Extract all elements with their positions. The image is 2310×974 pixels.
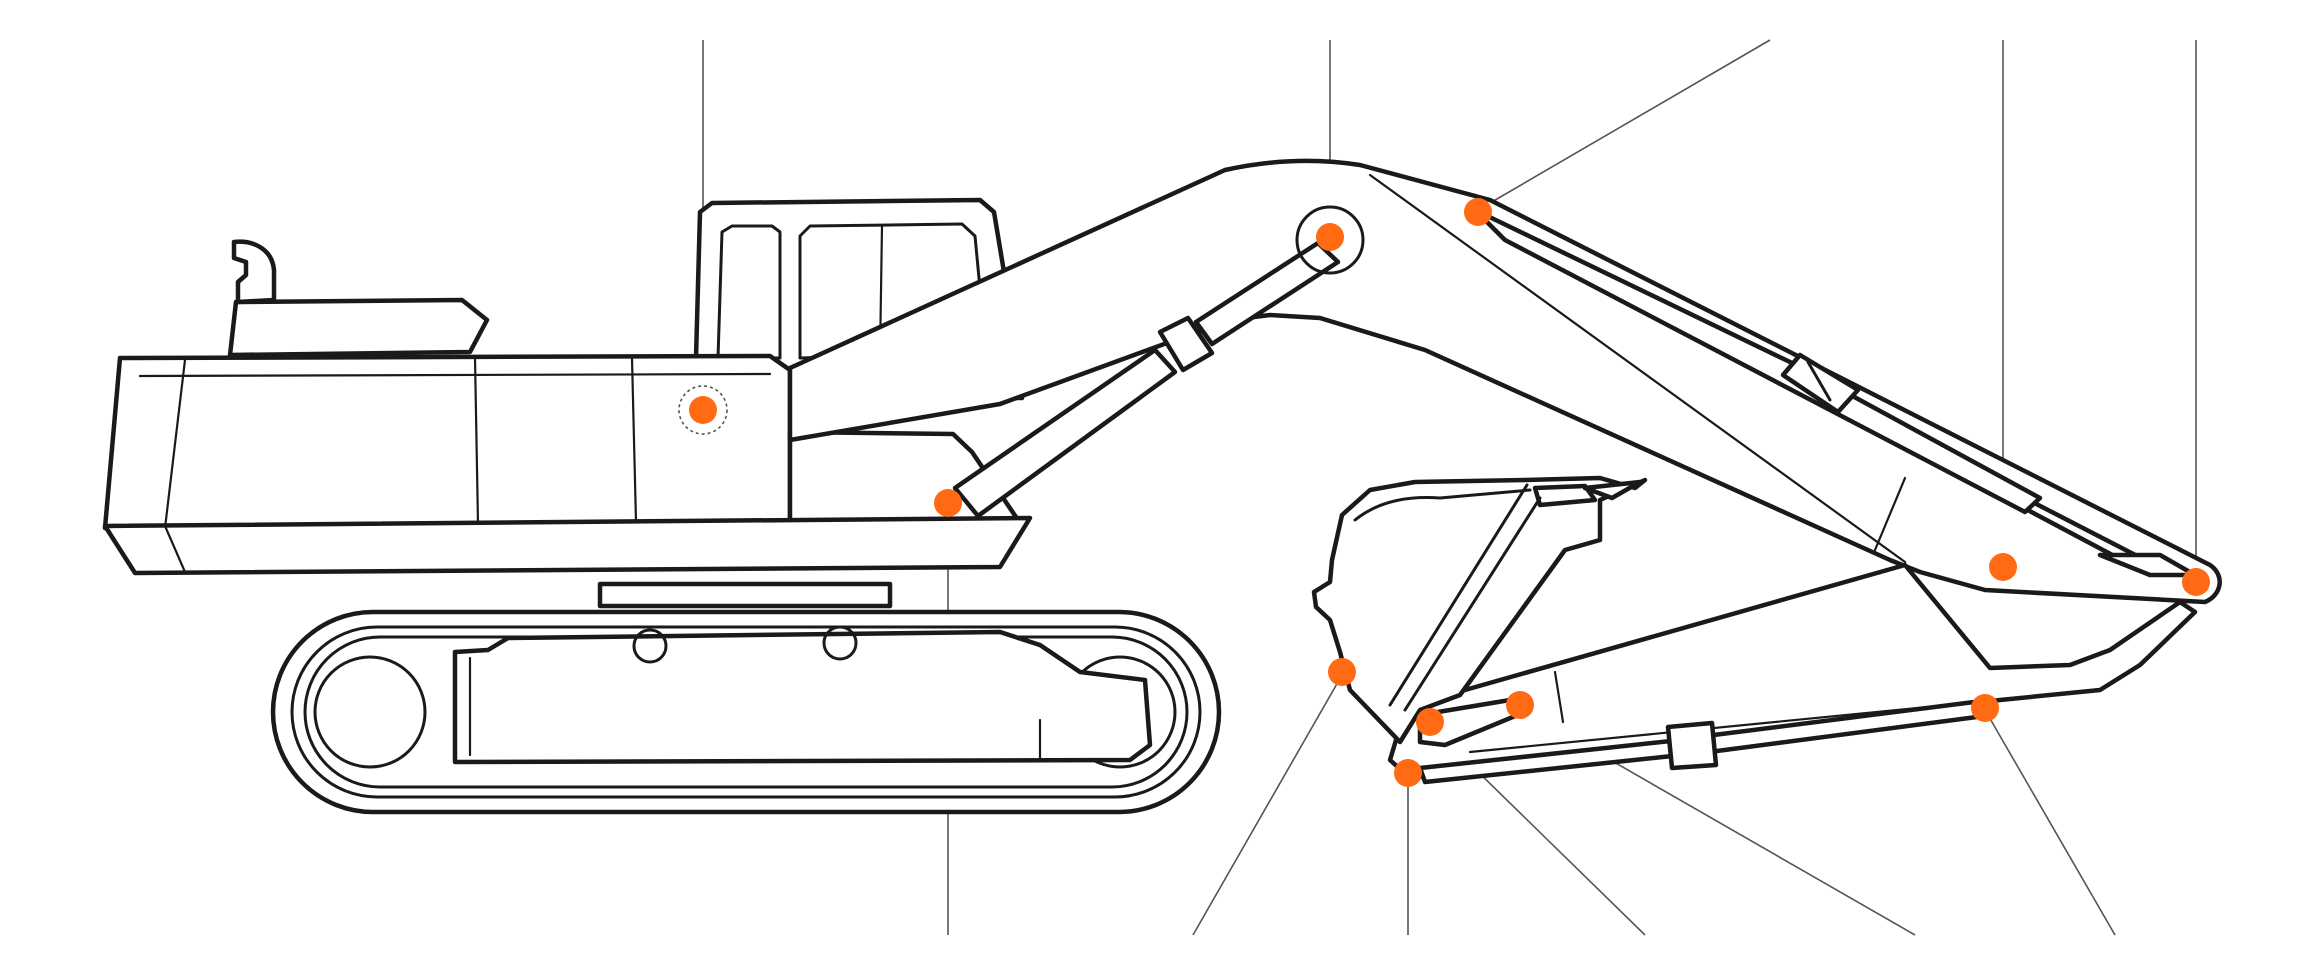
callout-marker-bucket-cylinder-pin <box>1971 694 1999 722</box>
callout-marker-cab <box>689 396 717 424</box>
leader-line-bucket-cylinder-pin <box>1984 709 2116 936</box>
body-line-d <box>630 356 638 524</box>
track-inner <box>290 625 1202 799</box>
callout-marker-boom-cylinder-rod <box>1464 198 1492 226</box>
bucket-cylinder-collar <box>1665 720 1719 771</box>
track-undercarriage <box>270 581 1222 815</box>
bucket-inner-curve <box>1353 488 1532 522</box>
linkage-arm <box>1417 697 1528 748</box>
bucket-link-a <box>1388 483 1529 707</box>
callout-marker-boom-foot <box>934 489 962 517</box>
bucket-lip <box>1582 479 1643 501</box>
carrier-roller <box>632 628 668 664</box>
arm-cylinder <box>1472 207 2198 578</box>
callout-marker-bucket-tip <box>1394 759 1422 787</box>
arm-cylinder-collar-band <box>1806 360 1832 402</box>
callout-marker-arm-tip <box>2182 568 2210 596</box>
boom-edge-line <box>1368 173 1907 564</box>
callout-marker-link-rod-pin <box>1506 691 1534 719</box>
boom-pivot-boss <box>1295 205 1365 275</box>
bucket-link-b <box>1403 496 1542 712</box>
boom-cylinder-rod <box>1193 240 1341 347</box>
cab-window-left <box>716 224 782 360</box>
boom-cylinder-barrel <box>952 347 1178 519</box>
boom-cylinder <box>952 205 1365 519</box>
body-line-b <box>163 358 187 530</box>
callout-marker-linkage-pin <box>1416 708 1444 736</box>
boom-cylinder-collar <box>1157 315 1215 373</box>
skirt-line <box>163 524 187 574</box>
leader-line-bucket-pin <box>1192 674 1343 936</box>
arm-cylinder-rod <box>1472 207 2043 515</box>
exhaust-pipe <box>231 239 277 305</box>
carrier-roller-2 <box>822 625 858 661</box>
slew-bearing <box>597 581 893 609</box>
idler-wheel <box>313 655 427 769</box>
upper-structure <box>102 197 1033 576</box>
body-line-a <box>138 372 772 378</box>
boom <box>787 158 2222 605</box>
callout-markers <box>678 198 2210 787</box>
boom-rib <box>1873 476 1907 552</box>
body-skirt <box>102 515 1033 576</box>
main-body <box>102 353 793 531</box>
callout-marker-boom-pivot <box>1316 223 1344 251</box>
track-frame <box>452 629 1153 765</box>
callout-ring-cab <box>678 385 728 435</box>
engine-hood <box>227 297 490 358</box>
leader-line-boom-cylinder-rod <box>1477 39 1771 211</box>
boom-body <box>787 158 2222 605</box>
body-line-c <box>473 356 480 526</box>
callout-marker-bucket-pin <box>1328 658 1356 686</box>
arm-rib <box>1553 670 1565 724</box>
callout-marker-arm-joint <box>1989 553 2017 581</box>
bucket <box>1311 475 1648 745</box>
bucket-assembly <box>1311 475 1648 748</box>
